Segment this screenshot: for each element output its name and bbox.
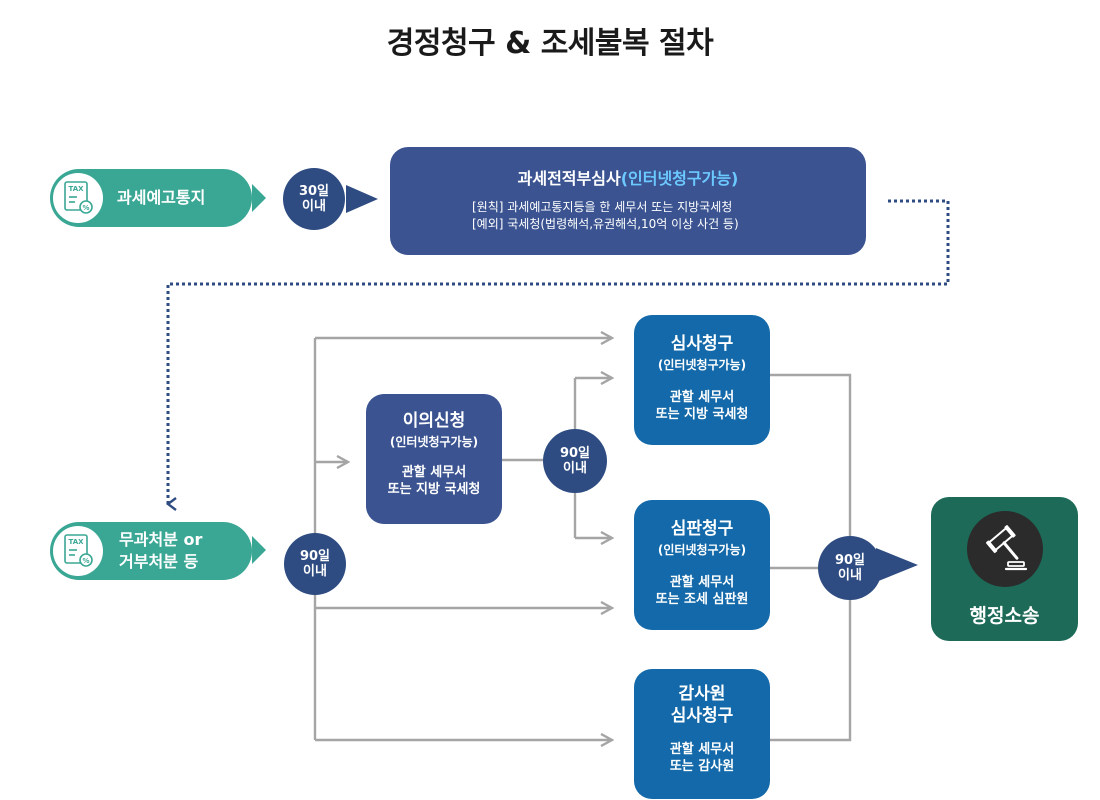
litigation-box: 행정소송 <box>931 497 1078 641</box>
gavel-icon <box>966 511 1043 587</box>
pre-review-rule: [원칙] 과세예고통지등을 한 세무서 또는 지방국세청 <box>472 200 733 214</box>
notice-disposition-line2: 거부처분 등 <box>119 552 199 571</box>
review-sub: (인터넷청구가능) <box>657 358 747 372</box>
tax-document-icon: TAX % <box>53 173 103 223</box>
objection-office2: 또는 지방 국세청 <box>387 482 481 497</box>
notice-disposition-line1: 무과처분 or <box>119 530 203 549</box>
objection-title: 이의신청 <box>402 411 466 431</box>
audit-title1: 감사원 <box>678 684 726 704</box>
pre-review-box: 과세전적부심사(인터넷청구가능) [원칙] 과세예고통지등을 한 세무서 또는 … <box>390 147 866 255</box>
badge-90-days-objection: 90일 이내 <box>543 429 607 493</box>
audit-title2: 심사청구 <box>670 706 734 726</box>
audit-box: 감사원 심사청구 관할 세무서 또는 감사원 <box>634 669 770 799</box>
notice-disposition-pill: TAX % 무과처분 or 거부처분 등 <box>50 522 252 580</box>
badge-30-days: 30일 이내 <box>283 168 345 230</box>
audit-office1: 관할 세무서 <box>669 742 735 757</box>
objection-box: 이의신청 (인터넷청구가능) 관할 세무서 또는 지방 국세청 <box>366 394 502 524</box>
arrow-disposition-to-badge <box>252 536 266 564</box>
pre-review-exception: [예외] 국세청(법령해석,유권해석,10억 이상 사건 등) <box>472 217 739 231</box>
tribunal-title: 심판청구 <box>670 519 734 539</box>
badge-90-days-disposition: 90일 이내 <box>284 533 346 595</box>
svg-text:TAX: TAX <box>68 185 84 193</box>
svg-text:%: % <box>82 557 89 565</box>
tribunal-sub: (인터넷청구가능) <box>657 543 747 557</box>
review-box: 심사청구 (인터넷청구가능) 관할 세무서 또는 지방 국세청 <box>634 315 770 445</box>
badge-90-days-final: 90일 이내 <box>818 536 882 600</box>
page-title: 경정청구 & 조세불복 절차 <box>386 26 714 61</box>
arrow-notice-to-badge <box>252 184 266 212</box>
review-office1: 관할 세무서 <box>669 390 735 405</box>
objection-office1: 관할 세무서 <box>401 465 467 480</box>
tribunal-office1: 관할 세무서 <box>669 575 735 590</box>
notice-tax-pill: TAX % 과세예고통지 <box>50 169 252 227</box>
arrow-90-to-litigation <box>876 548 918 582</box>
tribunal-box: 심판청구 (인터넷청구가능) 관할 세무서 또는 조세 심판원 <box>634 500 770 630</box>
arrow-30-to-prereview <box>346 185 378 213</box>
svg-text:%: % <box>82 204 89 212</box>
review-office2: 또는 지방 국세청 <box>655 407 749 422</box>
notice-tax-label: 과세예고통지 <box>117 188 206 207</box>
objection-sub: (인터넷청구가능) <box>389 435 479 449</box>
litigation-label: 행정소송 <box>969 605 1040 627</box>
audit-office2: 또는 감사원 <box>669 759 735 774</box>
review-title: 심사청구 <box>670 334 734 354</box>
tribunal-office2: 또는 조세 심판원 <box>655 592 749 607</box>
svg-text:TAX: TAX <box>68 538 84 546</box>
pre-review-title: 과세전적부심사(인터넷청구가능) <box>517 169 739 188</box>
dotted-flow-line <box>166 199 950 511</box>
tax-document-icon: TAX % <box>53 526 103 576</box>
